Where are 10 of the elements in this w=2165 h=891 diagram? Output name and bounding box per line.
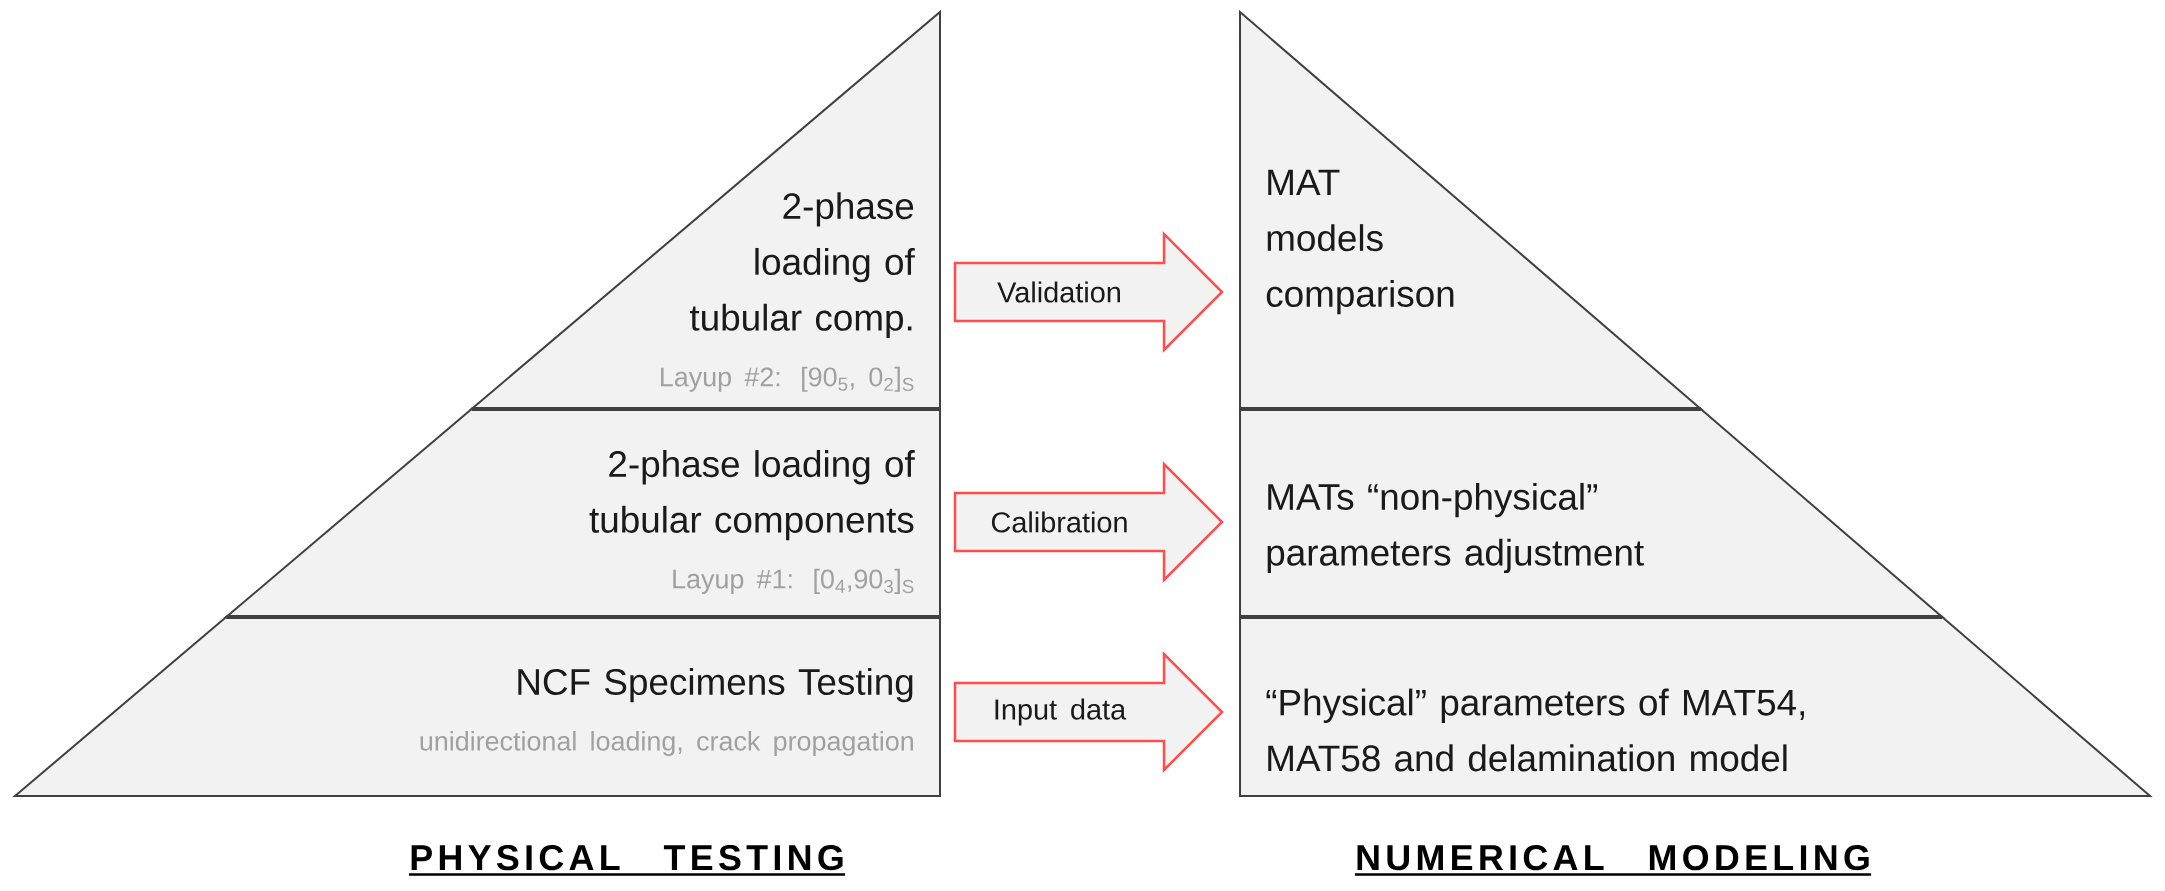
block-arrow: [953, 460, 1224, 583]
pyramid-section: MATs “non-physical” parameters adjustment: [1239, 408, 1945, 618]
section-heading: NUMERICAL MODELING: [1354, 844, 1872, 876]
section-heading: PHYSICAL TESTING: [409, 844, 845, 876]
pyramid-section: “Physical” parameters of MAT54, MAT58 and delamination model: [1239, 616, 2153, 797]
block-arrow: [953, 651, 1224, 773]
edge-label: Validation: [997, 281, 1120, 303]
edge-label: Input data: [995, 698, 1127, 726]
block-arrow: [953, 230, 1224, 353]
edge-label: Calibration: [991, 511, 1127, 533]
